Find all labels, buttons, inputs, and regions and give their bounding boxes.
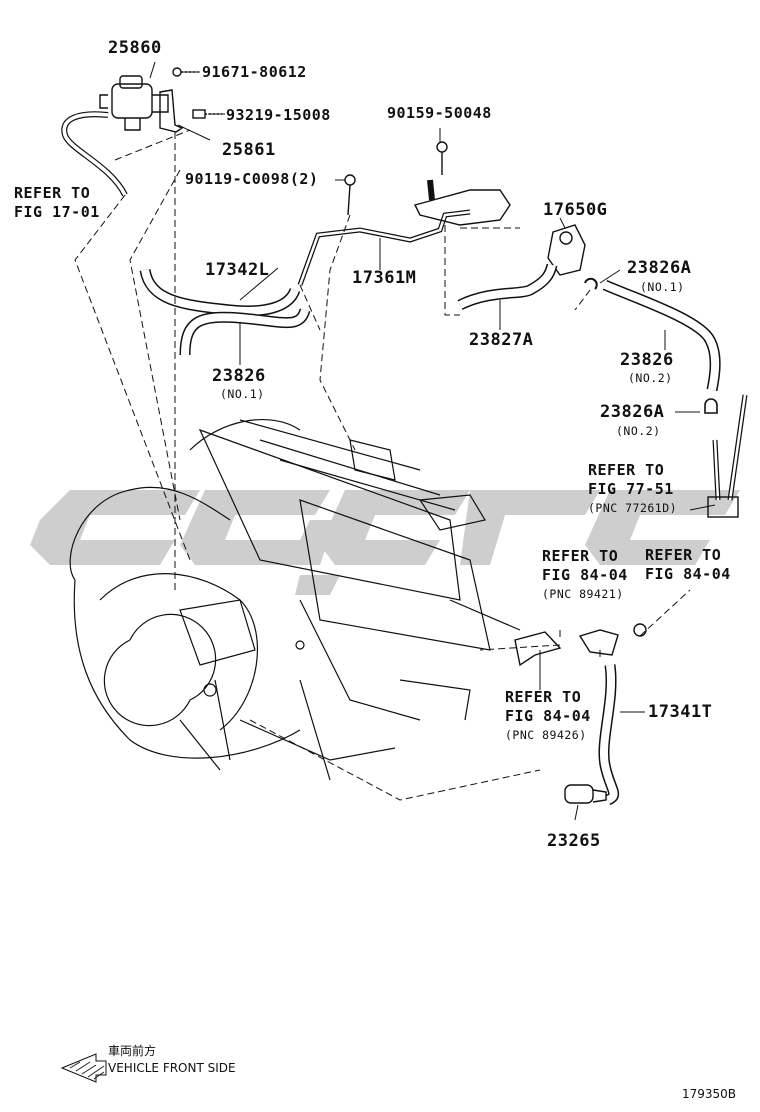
valve-17650G [547,224,586,276]
label-17342L: 17342L [205,260,270,280]
figure-id: 179350B [682,1087,737,1101]
ref-fig-84-04-c: REFER TO FIG 84-04 (PNC 89426) [505,688,591,745]
leader-lines [74,129,691,801]
label-23826A-no1: 23826A [627,258,692,278]
bolts [172,67,448,216]
front-arrow-icon [60,1053,107,1083]
ref-fig-84-04-a-line1: REFER TO [542,547,619,565]
label-17341T: 17341T [648,702,713,722]
ref-fig-84-04-b: REFER TO FIG 84-04 [645,546,731,584]
line-art [60,61,748,1083]
ref-fig-84-04-a-pnc: (PNC 89421) [542,587,624,601]
ref-fig-84-04-b-line2: FIG 84-04 [645,565,731,583]
direction-en: VEHICLE FRONT SIDE [108,1061,236,1075]
ref-fig-84-04-a-line2: FIG 84-04 [542,566,628,584]
label-23265: 23265 [547,831,601,851]
label-25860: 25860 [108,38,162,58]
label-90159-50048: 90159-50048 [387,104,492,122]
ref-fig-77-51-line1: REFER TO [588,461,665,479]
engine-outline [69,419,521,781]
label-91671-80612: 91671-80612 [202,63,307,81]
ref-fig-77-51-pnc: (PNC 77261D) [588,501,678,515]
ref-fig-77-51: REFER TO FIG 77-51 (PNC 77261D) [588,461,677,518]
watermark [30,490,740,595]
label-23826-no1: 23826 [212,366,266,386]
bracket-25861 [159,89,184,133]
label-25861: 25861 [222,140,276,160]
ref-fig-17-01: REFER TO FIG 17-01 [14,184,100,222]
label-17361M: 17361M [352,268,417,288]
ref-fig-17-01-line1: REFER TO [14,184,91,202]
label-23826A-no2-sub: (NO.2) [616,424,661,438]
ref-fig-84-04-b-line1: REFER TO [645,546,722,564]
ref-fig-77-51-line2: FIG 77-51 [588,480,674,498]
ref-fig-84-04-a: REFER TO FIG 84-04 (PNC 89421) [542,547,628,604]
label-93219-15008: 93219-15008 [226,106,331,124]
ref-fig-84-04-c-pnc: (PNC 89426) [505,728,587,742]
label-23826-no2: 23826 [620,350,674,370]
arrow-hatching [69,1061,105,1080]
label-90119-C0098: 90119-C0098(2) [185,170,319,188]
label-23826A-no1-sub: (NO.1) [640,280,685,294]
vsv-25860 [99,75,169,131]
direction-jp: 車両前方 [108,1044,157,1058]
label-23826-no2-sub: (NO.2) [628,371,673,385]
ref-fig-84-04-c-line1: REFER TO [505,688,582,706]
solid-leaders [149,61,716,821]
label-23827A: 23827A [469,330,534,350]
label-23826-no1-sub: (NO.1) [220,387,265,401]
label-17650G: 17650G [543,200,608,220]
label-23826A-no2: 23826A [600,402,665,422]
ref-fig-84-04-c-line2: FIG 84-04 [505,707,591,725]
ref-fig-17-01-line2: FIG 17-01 [14,203,100,221]
sensor-23265 [564,784,607,804]
